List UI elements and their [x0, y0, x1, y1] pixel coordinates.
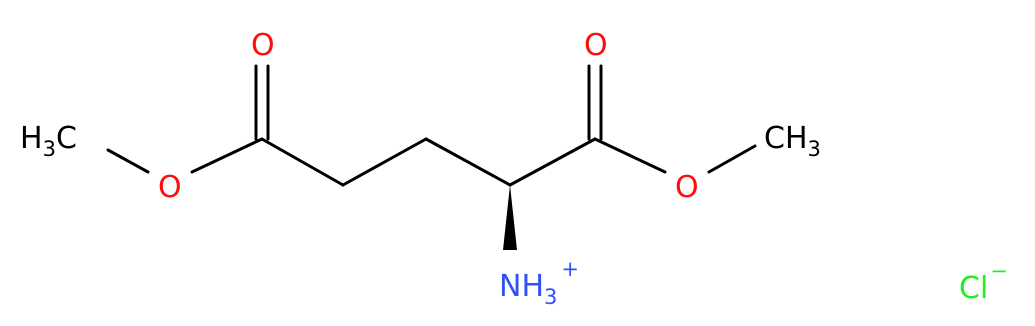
atom-o-right-carbonyl: O [584, 28, 608, 63]
bond-c3-c2 [341, 137, 428, 187]
bond-c2-calpha [424, 137, 512, 187]
atom-chloride: Cl− [959, 259, 1008, 306]
bond-o-c4 [190, 137, 264, 174]
bond-calpha-c1 [508, 137, 597, 187]
bond-c4-c3 [260, 137, 345, 187]
bond-ch3-o-left [106, 148, 150, 174]
wedge-bond-calpha-n [503, 185, 517, 250]
bond-c1-o-right [593, 137, 667, 174]
atom-h3c-left: H3C [20, 121, 77, 161]
atom-ch3-right: CH3 [764, 121, 821, 161]
bonds [106, 64, 757, 250]
atom-labels: H3C O O O O CH3 NH3+ Cl− [20, 28, 1008, 309]
bond-o-ch3-right [707, 144, 757, 174]
atom-o-right-ester: O [675, 170, 699, 205]
atom-o-left-carbonyl: O [251, 28, 275, 63]
atom-ammonium: NH3+ [499, 257, 579, 309]
atom-o-left-ester: O [158, 170, 182, 205]
